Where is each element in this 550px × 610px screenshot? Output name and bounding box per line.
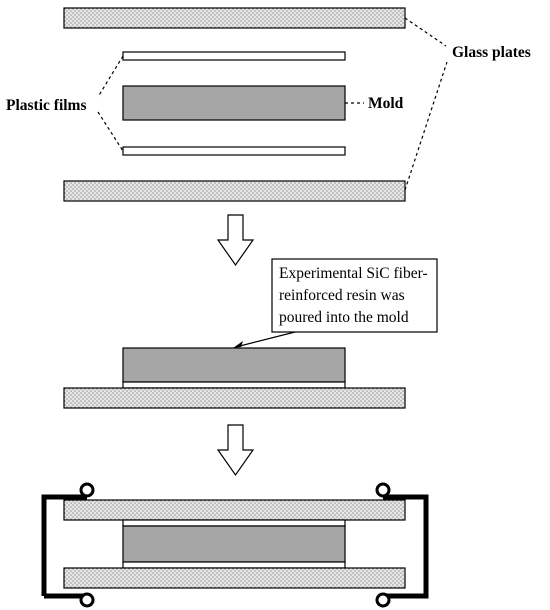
top-glass-plate — [63, 7, 406, 29]
mold — [122, 85, 346, 121]
glass-plates-leader-bottom — [404, 61, 448, 191]
clamp-frame — [41, 494, 429, 599]
glass-plates-leader-top — [404, 17, 447, 47]
plastic-films-leader-top — [97, 55, 124, 98]
resin-note-line-3: poured into the mold — [279, 309, 409, 326]
stage-3-top-film — [122, 519, 346, 527]
top-plastic-film — [122, 51, 346, 61]
stage-3-top-glass-plate — [63, 499, 406, 521]
bottom-plastic-film — [122, 146, 346, 156]
stage-3-clamped — [41, 482, 429, 608]
step-arrow-icon — [216, 424, 255, 477]
stage-2-glass-plate — [63, 387, 406, 409]
stage-3-bottom-glass-plate — [63, 567, 406, 589]
resin-note-line-1: Experimental SiC fiber- — [279, 265, 428, 282]
resin-note-box — [271, 258, 438, 333]
mold-label: Mold — [368, 95, 404, 112]
clip-pin-icon — [375, 592, 391, 608]
leader-lines — [97, 17, 448, 191]
glass-plates-label: Glass plates — [452, 44, 531, 61]
clip-pin-icon — [79, 592, 95, 608]
plastic-films-leader-bottom — [97, 111, 124, 152]
stage-2-pouring: Experimental SiC fiber- reinforced resin… — [63, 258, 438, 409]
resin-note-line-2: reinforced resin was — [279, 287, 405, 304]
step-arrow-icon — [216, 214, 255, 267]
resin-note-arrowhead — [233, 341, 243, 348]
stage-3-bottom-film — [122, 561, 346, 569]
stage-2-plastic-film — [122, 381, 346, 389]
bottom-glass-plate — [63, 180, 406, 202]
stage-1-components: Glass plates Plastic films Mold — [6, 7, 531, 202]
stage-3-mold — [122, 525, 346, 563]
clip-pin-icon — [79, 482, 95, 498]
plastic-films-label: Plastic films — [6, 97, 87, 114]
clip-pin-icon — [375, 482, 391, 498]
resin-filled-mold — [122, 347, 346, 383]
resin-note-pointer — [235, 331, 296, 348]
